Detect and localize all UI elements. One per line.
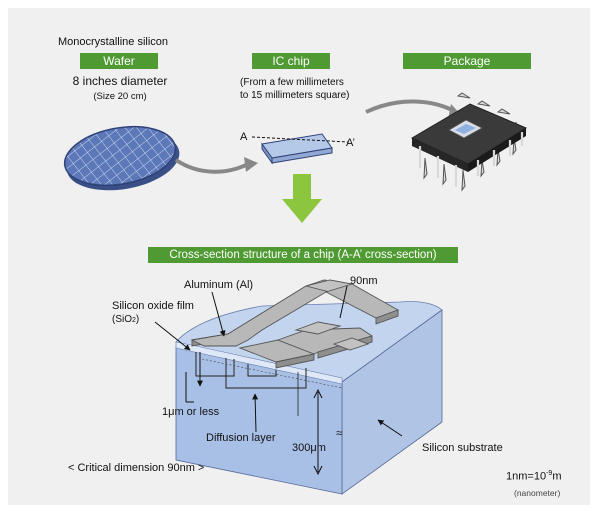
thickness-300um-label: 300μm [292, 442, 326, 454]
wafer-size-label: (Size 20 cm) [93, 91, 147, 102]
silicon-substrate-label: Silicon substrate [422, 442, 503, 454]
package-tag: Package [403, 53, 531, 69]
chip-range-line1: (From a few millimeters [240, 77, 344, 88]
oxide-label-line2: (SiO2) [112, 314, 140, 325]
cross-section-tag: Cross-section structure of a chip (A-A’ … [148, 247, 458, 263]
section-marker-a-prime: A’ [346, 137, 355, 149]
thickness-dimension [313, 388, 323, 476]
depth-1um-label: 1μm or less [162, 406, 220, 418]
width-90nm-label: 90nm [350, 275, 378, 287]
wafer-material-label: Monocrystalline silicon [58, 36, 169, 48]
cross-section-arrow [282, 174, 322, 223]
wafer-diameter-label: 8 inches diameter [72, 74, 168, 88]
wafer-illustration [63, 126, 180, 191]
nanometer-definition: 1nm=10-9m [506, 470, 562, 483]
aluminum-wiring [190, 279, 400, 369]
nanometer-note: (nanometer) [514, 488, 561, 498]
wavy-break-mark: ≈ [336, 426, 343, 440]
leader-lines [154, 285, 403, 437]
aluminum-label: Aluminum (Al) [184, 279, 254, 291]
chip-range-line2: to 15 millimeters square) [240, 90, 350, 101]
package-illustration [410, 92, 528, 192]
diffusion-layer-label: Diffusion layer [206, 432, 276, 444]
depth-dimension [185, 352, 203, 403]
oxide-label-line1: Silicon oxide film [112, 300, 194, 312]
section-marker-a: A [240, 131, 248, 143]
wafer-tag: Wafer [80, 53, 158, 69]
wafer-to-chip-arrowhead [244, 157, 258, 172]
chip-to-package-arrow [365, 99, 457, 114]
critical-dimension-label: < Critical dimension 90nm > [68, 462, 205, 474]
ic-chip-tag: IC chip [252, 53, 330, 69]
ic-chip-illustration [251, 133, 349, 165]
wafer-to-chip-arrow [174, 158, 249, 174]
